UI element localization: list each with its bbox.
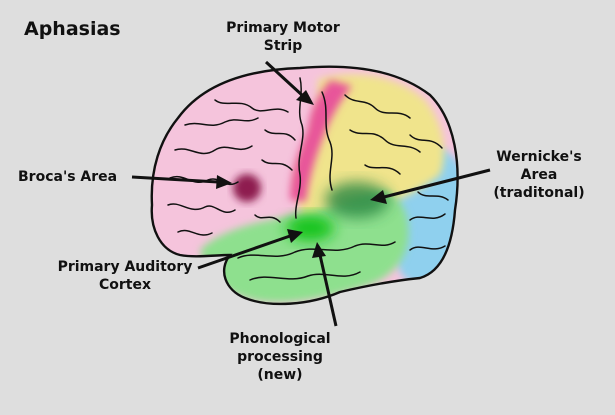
label-primary-motor-strip: Primary Motor Strip xyxy=(208,19,358,55)
broca-arrowhead xyxy=(216,175,232,189)
label-line: (traditonal) xyxy=(493,185,585,201)
label-line: Strip xyxy=(263,38,303,54)
label-line: Area xyxy=(520,167,558,183)
brain-outline xyxy=(150,65,459,306)
brain-folds xyxy=(167,77,449,281)
wernicke-arrow xyxy=(383,168,491,199)
auditory-arrowhead xyxy=(287,229,303,243)
label-line: Primary Motor xyxy=(226,20,340,36)
label-primary-auditory-cortex: Primary Auditory Cortex xyxy=(40,258,210,294)
motor-arrowhead xyxy=(296,90,314,105)
label-line: Wernicke's xyxy=(496,149,582,165)
label-line: Broca's Area xyxy=(18,169,118,185)
motor-arrow xyxy=(264,60,305,98)
label-phonological-processing: Phonological processing (new) xyxy=(210,330,350,384)
label-line: (new) xyxy=(257,367,303,383)
auditory-arrow xyxy=(197,234,291,270)
broca-arrow xyxy=(131,175,219,184)
label-line: Primary Auditory xyxy=(57,259,193,275)
label-line: Phonological xyxy=(229,331,331,347)
label-line: processing xyxy=(237,349,323,365)
label-wernicke-area: Wernicke's Area (traditonal) xyxy=(478,148,600,202)
motor-strip xyxy=(290,80,352,202)
diagram-title: Aphasias xyxy=(24,18,121,40)
broca-region xyxy=(233,174,261,202)
pointer-arrows xyxy=(131,60,491,327)
wernicke-arrowhead xyxy=(370,190,387,204)
label-broca-area: Broca's Area xyxy=(18,168,117,186)
wernicke-region xyxy=(325,182,389,218)
phono-arrow xyxy=(318,254,338,327)
label-line: Cortex xyxy=(98,277,151,293)
phono-arrowhead xyxy=(312,242,326,258)
